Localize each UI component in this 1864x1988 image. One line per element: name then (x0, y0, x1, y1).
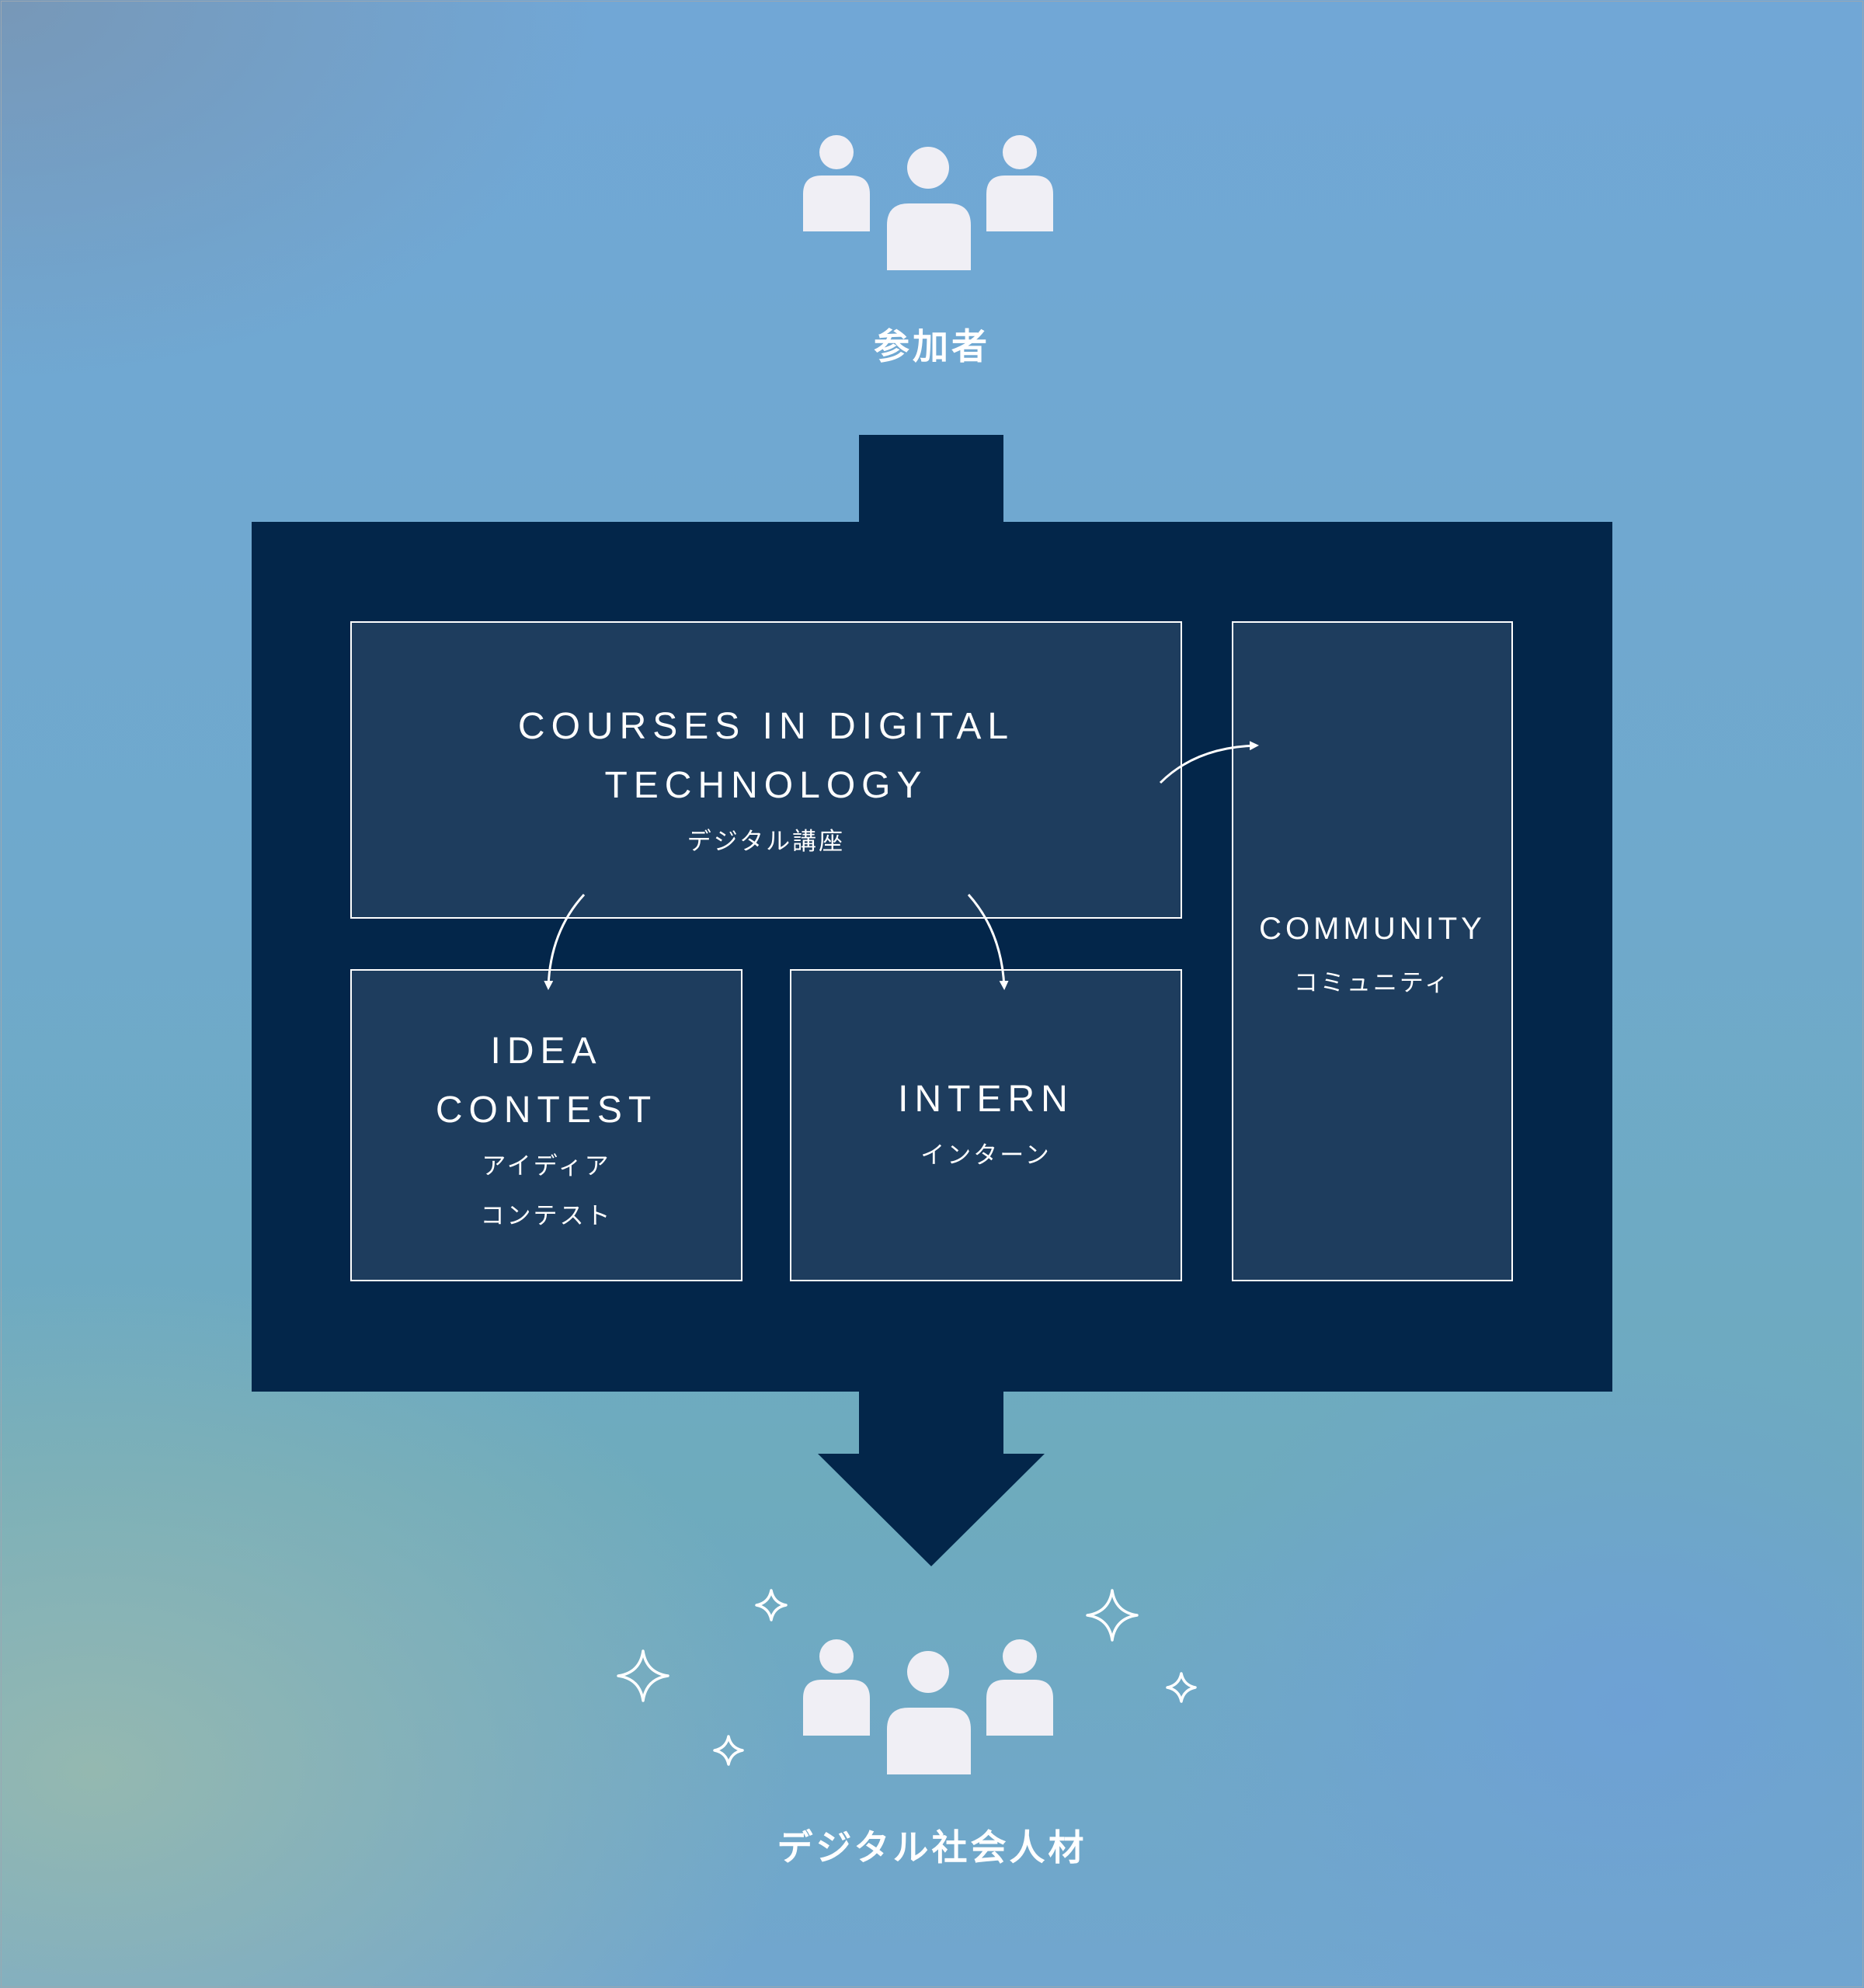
arrow-courses-to-idea (544, 893, 586, 990)
community-title: COMMUNITY (1259, 912, 1486, 946)
participants-label: 参加者 (874, 325, 990, 367)
arrow-head-down-icon (818, 1454, 1045, 1566)
courses-title-line2: TECHNOLOGY (604, 765, 928, 806)
community-subtitle: コミュニティ (1293, 969, 1452, 997)
intern-title: INTERN (898, 1079, 1074, 1120)
arrow-stem-bottom (859, 1382, 1003, 1456)
idea-title-line1: IDEA (490, 1030, 603, 1072)
idea-contest-box: IDEA CONTEST アイディア コンテスト (350, 969, 742, 1281)
arrow-courses-to-intern (967, 893, 1009, 990)
arrow-courses-to-community (1159, 741, 1259, 784)
courses-title-line1: COURSES IN DIGITAL (517, 706, 1015, 747)
idea-subtitle-line2: コンテスト (480, 1202, 613, 1230)
intern-subtitle: インターン (920, 1142, 1052, 1170)
idea-subtitle-line1: アイディア (482, 1152, 611, 1180)
participants-icon (803, 135, 1053, 270)
courses-box: COURSES IN DIGITAL TECHNOLOGY デジタル講座 (350, 621, 1182, 919)
intern-box: INTERN インターン (790, 969, 1182, 1281)
digital-talent-icon (803, 1639, 1053, 1774)
community-box: COMMUNITY コミュニティ (1232, 621, 1513, 1281)
idea-title-line2: CONTEST (435, 1090, 658, 1131)
digital-talent-label: デジタル社会人材 (777, 1826, 1087, 1868)
arrow-stem-top (859, 435, 1003, 528)
courses-subtitle: デジタル講座 (687, 828, 846, 856)
